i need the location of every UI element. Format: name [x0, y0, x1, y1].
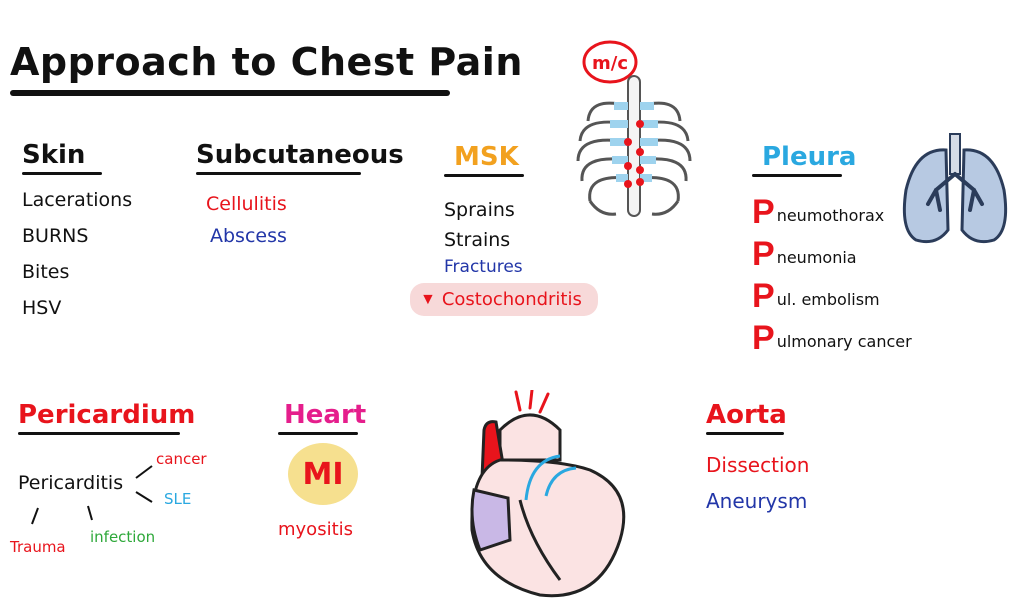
pericardium-underline — [18, 432, 180, 435]
list-item: P ul. embolism — [752, 277, 880, 315]
subcutaneous-heading: Subcutaneous — [196, 140, 404, 170]
heart-underline — [278, 432, 358, 435]
list-item: Aneurysm — [706, 489, 808, 513]
list-item: BURNS — [22, 225, 89, 247]
list-item: Dissection — [706, 453, 810, 477]
msk-heading: MSK — [454, 142, 519, 172]
subcutaneous-underline — [196, 172, 361, 175]
msk-section: MSK Sprains Strains Fractures ▼ Costocho… — [410, 142, 610, 316]
skin-underline — [22, 172, 102, 175]
costochondritis-highlight: ▼ Costochondritis — [410, 283, 598, 316]
list-item: P neumothorax — [752, 193, 885, 231]
title-underline — [10, 90, 450, 96]
triangle-down-icon: ▼ — [420, 290, 436, 308]
aorta-heading: Aorta — [706, 400, 787, 430]
pleura-underline — [752, 174, 842, 177]
list-item: Abscess — [210, 225, 287, 247]
list-item: Strains — [444, 229, 511, 251]
mc-badge: m/c — [592, 53, 628, 74]
skin-heading: Skin — [22, 140, 86, 170]
list-item: P ulmonary cancer — [752, 319, 912, 357]
list-item: Costochondritis — [441, 289, 582, 310]
list-item: P neumonia — [752, 235, 857, 273]
ribcage-illustration: m/c — [576, 40, 692, 217]
pleura-section: Pleura P neumothorax P neumonia P ul. em… — [752, 142, 912, 355]
aorta-underline — [706, 432, 784, 435]
pleura-heading: Pleura — [762, 142, 857, 172]
subcutaneous-section: Subcutaneous Cellulitis Abscess — [196, 140, 404, 247]
heart-section: Heart MI myositis — [278, 400, 388, 540]
mi-label: MI — [302, 456, 344, 492]
cause-sle: SLE — [164, 490, 192, 508]
pericarditis-label: Pericarditis — [18, 472, 124, 494]
cause-trauma: Trauma — [10, 538, 66, 556]
pericarditis-connectors — [31, 465, 153, 525]
list-item: Sprains — [444, 199, 515, 221]
pericardium-heading: Pericardium — [18, 400, 196, 430]
list-item: Fractures — [444, 257, 523, 277]
list-item: Cellulitis — [206, 193, 287, 215]
heart-heading: Heart — [284, 400, 367, 430]
list-item: HSV — [22, 297, 62, 319]
pericardium-section: Pericardium Pericarditis cancer SLE Trau… — [10, 400, 278, 610]
lungs-illustration — [902, 133, 1008, 244]
page-title: Approach to Chest Pain — [10, 40, 523, 84]
list-item: Lacerations — [22, 189, 133, 211]
aorta-section: Aorta Dissection Aneurysm — [706, 400, 809, 513]
list-item: myositis — [278, 519, 354, 540]
cause-cancer: cancer — [156, 450, 207, 468]
mi-highlight: MI — [288, 443, 358, 505]
list-item: Bites — [22, 261, 70, 283]
skin-section: Skin Lacerations BURNS Bites HSV — [22, 140, 132, 319]
heart-illustration — [470, 390, 626, 598]
msk-underline — [444, 174, 524, 177]
cause-infection: infection — [90, 528, 156, 546]
